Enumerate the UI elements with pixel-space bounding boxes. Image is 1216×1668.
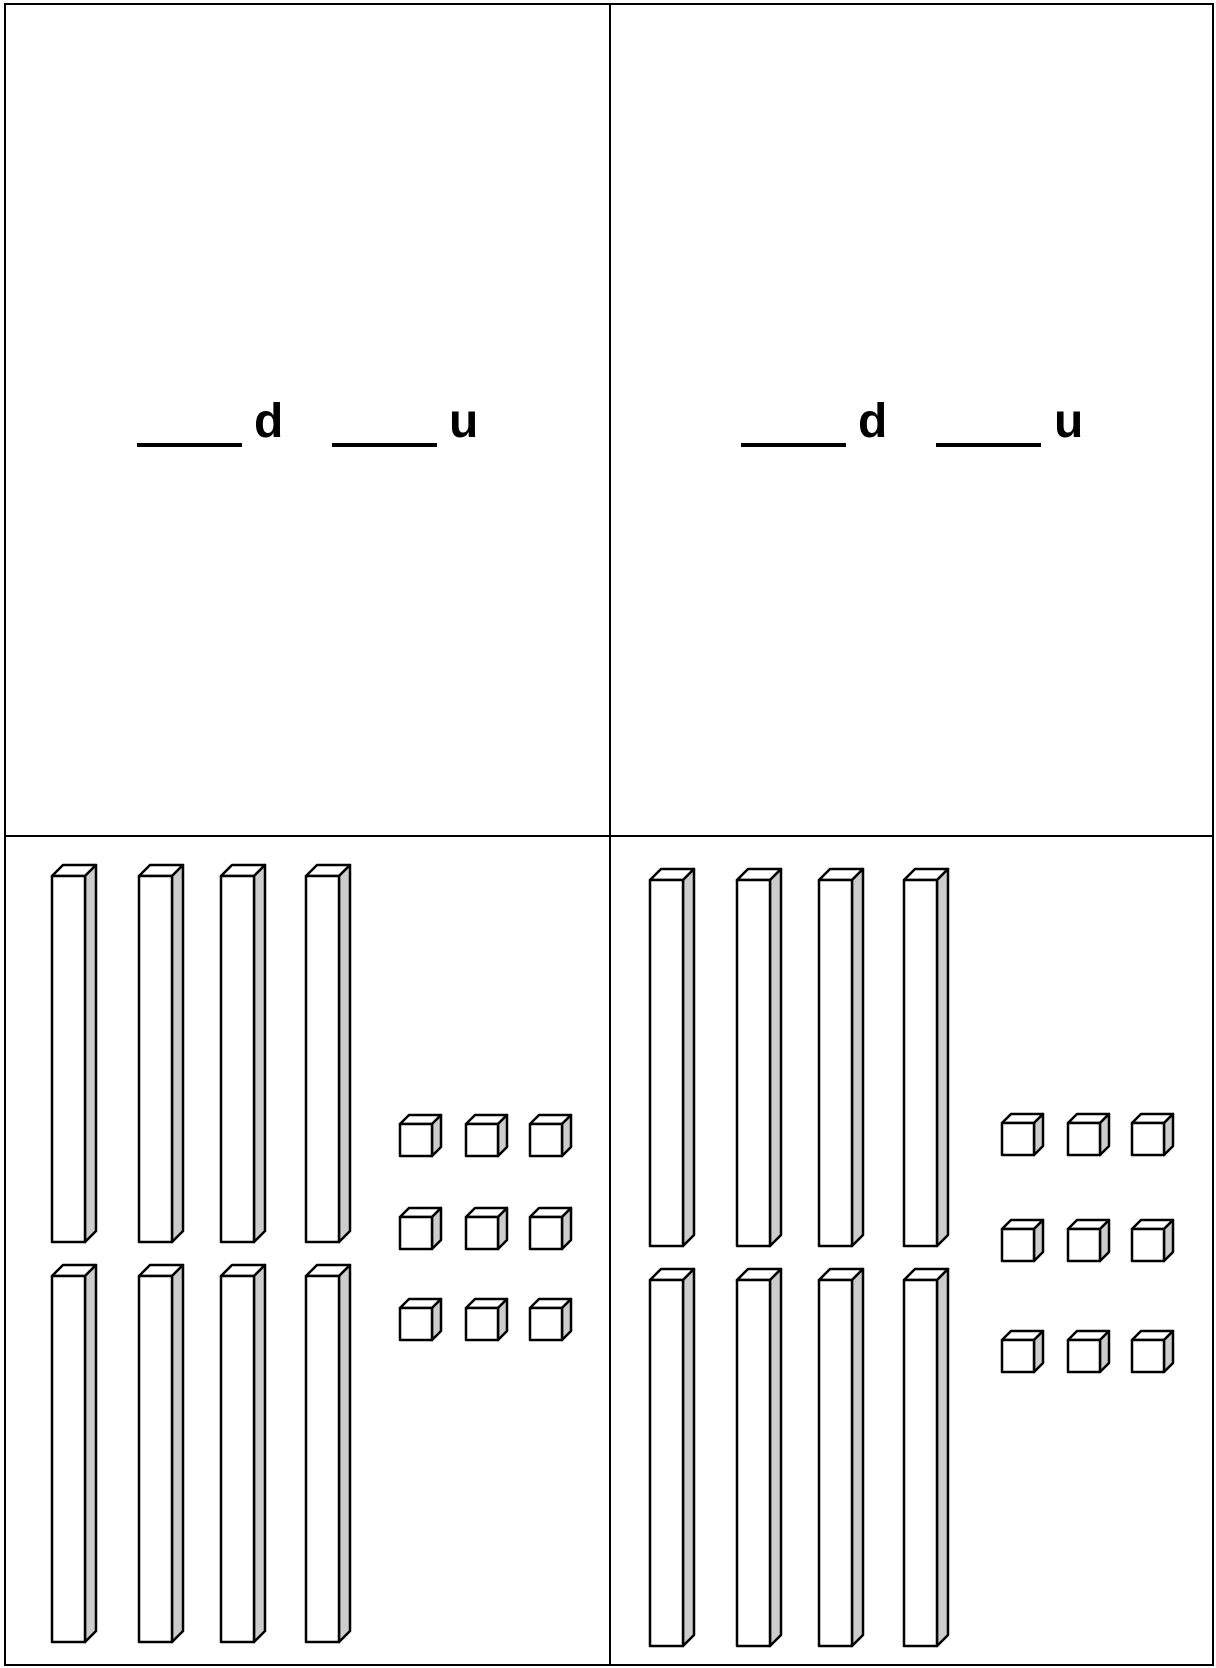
- unit-cube: [1068, 1220, 1109, 1261]
- unit-cube: [1068, 1331, 1109, 1372]
- unit-cube: [400, 1299, 441, 1340]
- ten-rod: [139, 1265, 183, 1642]
- unit-cube: [466, 1115, 507, 1156]
- unit-cube: [1002, 1220, 1043, 1261]
- unit-cube: [1002, 1114, 1043, 1155]
- ten-rod: [904, 1269, 948, 1646]
- ten-rod: [650, 869, 694, 1246]
- unit-cube: [530, 1208, 571, 1249]
- ten-rod: [819, 869, 863, 1246]
- unit-cube: [466, 1208, 507, 1249]
- ten-rod: [306, 1265, 350, 1642]
- ten-rod: [737, 869, 781, 1246]
- ten-rod: [306, 865, 350, 1242]
- ten-rod: [52, 1265, 96, 1642]
- ten-rod: [819, 1269, 863, 1646]
- unit-cube: [400, 1208, 441, 1249]
- unit-cube: [1132, 1220, 1173, 1261]
- unit-cube: [466, 1299, 507, 1340]
- unit-cube: [1002, 1331, 1043, 1372]
- ten-rod: [221, 865, 265, 1242]
- unit-cube: [530, 1299, 571, 1340]
- ten-rod: [650, 1269, 694, 1646]
- unit-cube: [1132, 1114, 1173, 1155]
- unit-cube: [530, 1115, 571, 1156]
- unit-cube: [1132, 1331, 1173, 1372]
- ten-rod: [737, 1269, 781, 1646]
- unit-cube: [1068, 1114, 1109, 1155]
- unit-cube: [400, 1115, 441, 1156]
- ten-rod: [139, 865, 183, 1242]
- ten-rod: [904, 869, 948, 1246]
- ten-rod: [52, 865, 96, 1242]
- ten-rod: [221, 1265, 265, 1642]
